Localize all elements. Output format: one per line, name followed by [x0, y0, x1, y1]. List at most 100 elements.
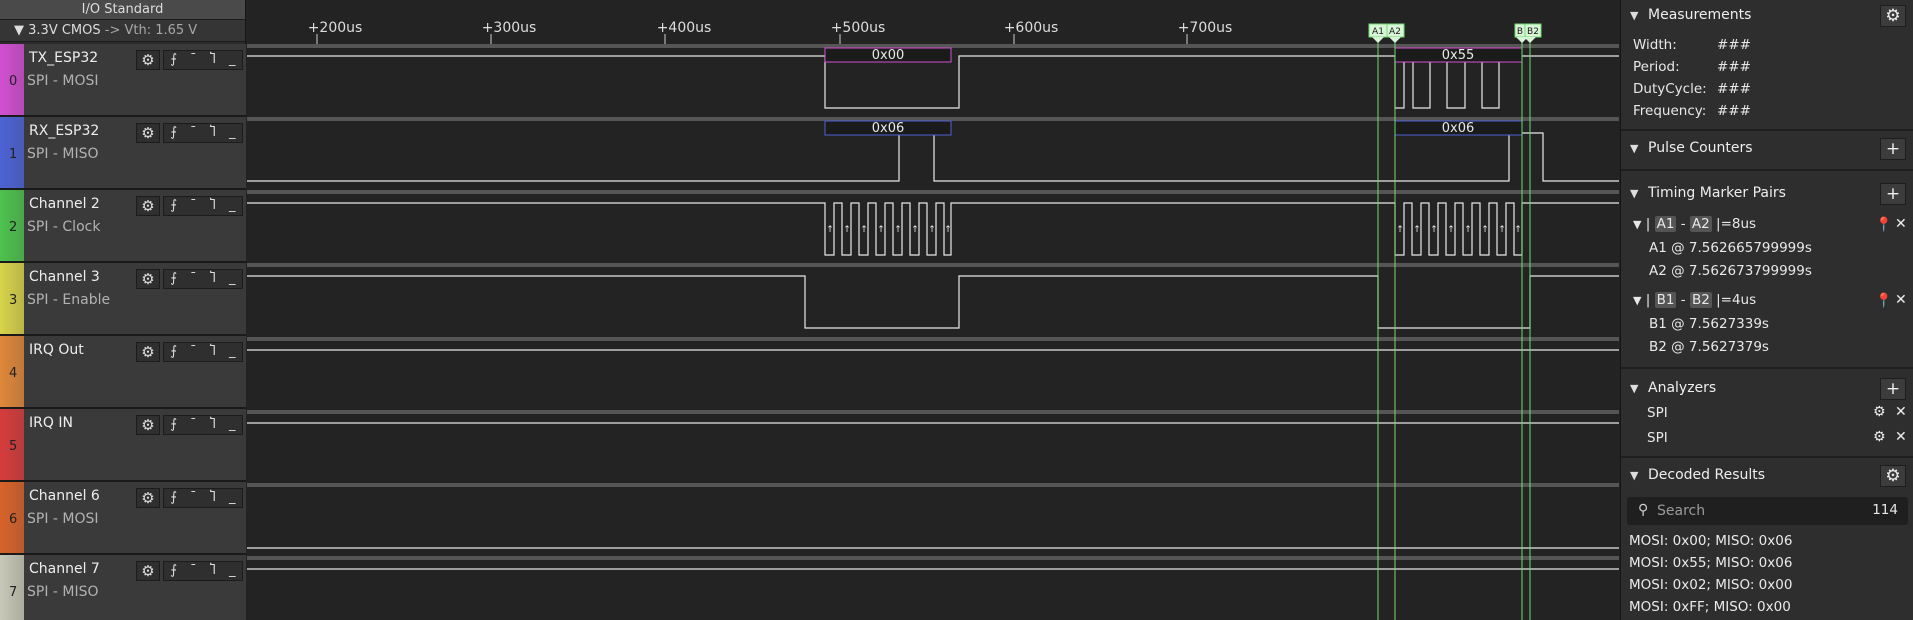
channel-row[interactable]: 0 TX_ESP32 SPI - MOSI ⚙ ⨍ ¯ Ⴈ _ — [0, 44, 246, 117]
channel-settings-button[interactable]: ⚙ — [136, 342, 160, 362]
marker-a2[interactable]: A2 — [1386, 23, 1405, 43]
timing-pairs-header[interactable]: ▼ Timing Marker Pairs + — [1621, 180, 1913, 208]
trigger-low-button[interactable]: _ — [229, 198, 236, 213]
trigger-low-button[interactable]: _ — [229, 417, 236, 432]
trigger-low-button[interactable]: _ — [229, 52, 236, 67]
collapse-icon[interactable]: ▼ — [1633, 218, 1642, 231]
trigger-falling-edge-button[interactable]: Ⴈ — [209, 417, 216, 432]
analyzer-item[interactable]: SPI — [1647, 430, 1668, 446]
trigger-falling-edge-button[interactable]: Ⴈ — [209, 125, 216, 140]
channel-name[interactable]: IRQ IN — [29, 415, 73, 431]
trigger-rising-edge-button[interactable]: ⨍ — [170, 52, 178, 67]
timing-pair-a[interactable]: ▼ | A1 - A2 |=8us — [1633, 216, 1757, 232]
channel-row[interactable]: 7 Channel 7 SPI - MISO ⚙ ⨍ ¯ Ⴈ _ — [0, 555, 246, 620]
channel-name[interactable]: Channel 6 — [29, 488, 100, 504]
channel-settings-button[interactable]: ⚙ — [136, 561, 160, 581]
trigger-falling-edge-button[interactable]: Ⴈ — [209, 198, 216, 213]
trigger-rising-edge-button[interactable]: ⨍ — [170, 490, 178, 505]
decoded-search-box[interactable]: ⚲ 114 — [1627, 497, 1908, 525]
channel-name[interactable]: Channel 7 — [29, 561, 100, 577]
channel-settings-button[interactable]: ⚙ — [136, 196, 160, 216]
decoded-result-row[interactable]: MOSI: 0x00; MISO: 0x06 — [1629, 533, 1793, 549]
search-input[interactable] — [1657, 501, 1857, 521]
trigger-falling-edge-button[interactable]: Ⴈ — [209, 52, 216, 67]
collapse-icon[interactable]: ▼ — [1630, 187, 1639, 200]
time-ruler[interactable]: +200us +300us +400us +500us +600us +700u… — [247, 0, 1619, 45]
trigger-high-button[interactable]: ¯ — [190, 490, 197, 505]
trigger-falling-edge-button[interactable]: Ⴈ — [209, 271, 216, 286]
trigger-falling-edge-button[interactable]: Ⴈ — [209, 344, 216, 359]
gear-icon[interactable]: ⚙ — [1873, 404, 1886, 420]
trigger-low-button[interactable]: _ — [229, 563, 236, 578]
trigger-falling-edge-button[interactable]: Ⴈ — [209, 563, 216, 578]
marker-b2[interactable]: B2 — [1524, 23, 1542, 43]
decoded-result-row[interactable]: MOSI: 0xFF; MISO: 0x00 — [1629, 599, 1791, 615]
waveform-area[interactable]: +200us +300us +400us +500us +600us +700u… — [247, 0, 1619, 620]
channel-settings-button[interactable]: ⚙ — [136, 123, 160, 143]
trigger-high-button[interactable]: ¯ — [190, 563, 197, 578]
analyzer-item[interactable]: SPI — [1647, 405, 1668, 421]
decoded-results-header[interactable]: ▼ Decoded Results ⚙ — [1621, 462, 1913, 490]
pulse-counters-header[interactable]: ▼ Pulse Counters + — [1621, 135, 1913, 163]
decoded-settings-button[interactable]: ⚙ — [1880, 465, 1906, 487]
add-timing-pair-button[interactable]: + — [1880, 183, 1906, 205]
decode-box-tx-1[interactable] — [824, 47, 952, 63]
channel-row[interactable]: 3 Channel 3 SPI - Enable ⚙ ⨍ ¯ Ⴈ _ — [0, 263, 246, 336]
add-pulse-counter-button[interactable]: + — [1880, 138, 1906, 160]
channel-name[interactable]: TX_ESP32 — [29, 50, 99, 66]
decode-box-rx-1[interactable] — [824, 120, 952, 136]
tick-label: +300us — [481, 20, 537, 36]
add-analyzer-button[interactable]: + — [1880, 378, 1906, 400]
close-icon[interactable]: ✕ — [1895, 429, 1907, 445]
trigger-rising-edge-button[interactable]: ⨍ — [170, 198, 178, 213]
channel-settings-button[interactable]: ⚙ — [136, 488, 160, 508]
trigger-low-button[interactable]: _ — [229, 125, 236, 140]
trigger-high-button[interactable]: ¯ — [190, 271, 197, 286]
channel-row[interactable]: 1 RX_ESP32 SPI - MISO ⚙ ⨍ ¯ Ⴈ _ — [0, 117, 246, 190]
channel-name[interactable]: Channel 2 — [29, 196, 100, 212]
trigger-high-button[interactable]: ¯ — [190, 125, 197, 140]
collapse-icon[interactable]: ▼ — [1633, 294, 1642, 307]
measurements-header[interactable]: ▼ Measurements ⚙ — [1621, 2, 1913, 30]
close-icon[interactable]: ✕ — [1895, 216, 1907, 232]
collapse-icon[interactable]: ▼ — [1630, 469, 1639, 482]
measurements-settings-button[interactable]: ⚙ — [1880, 5, 1906, 27]
pin-icon[interactable]: 📍 — [1875, 217, 1893, 233]
channel-settings-button[interactable]: ⚙ — [136, 50, 160, 70]
close-icon[interactable]: ✕ — [1895, 404, 1907, 420]
channel-settings-button[interactable]: ⚙ — [136, 269, 160, 289]
channel-name[interactable]: RX_ESP32 — [29, 123, 100, 139]
trigger-high-button[interactable]: ¯ — [190, 417, 197, 432]
trigger-rising-edge-button[interactable]: ⨍ — [170, 563, 178, 578]
trigger-low-button[interactable]: _ — [229, 271, 236, 286]
trigger-rising-edge-button[interactable]: ⨍ — [170, 417, 178, 432]
collapse-icon[interactable]: ▼ — [1630, 9, 1639, 22]
gear-icon[interactable]: ⚙ — [1873, 429, 1886, 445]
marker-a1[interactable]: A1 — [1368, 23, 1388, 43]
trigger-rising-edge-button[interactable]: ⨍ — [170, 271, 178, 286]
channel-row[interactable]: 5 IRQ IN ⚙ ⨍ ¯ Ⴈ _ — [0, 409, 246, 482]
trigger-high-button[interactable]: ¯ — [190, 52, 197, 67]
decoded-result-row[interactable]: MOSI: 0x02; MISO: 0x00 — [1629, 577, 1793, 593]
channel-row[interactable]: 2 Channel 2 SPI - Clock ⚙ ⨍ ¯ Ⴈ _ — [0, 190, 246, 263]
trigger-high-button[interactable]: ¯ — [190, 344, 197, 359]
trigger-falling-edge-button[interactable]: Ⴈ — [209, 490, 216, 505]
channel-name[interactable]: IRQ Out — [29, 342, 84, 358]
trigger-low-button[interactable]: _ — [229, 490, 236, 505]
pin-icon[interactable]: 📍 — [1875, 293, 1893, 309]
trigger-low-button[interactable]: _ — [229, 344, 236, 359]
close-icon[interactable]: ✕ — [1895, 292, 1907, 308]
decoded-result-row[interactable]: MOSI: 0x55; MISO: 0x06 — [1629, 555, 1793, 571]
trigger-rising-edge-button[interactable]: ⨍ — [170, 125, 178, 140]
trigger-rising-edge-button[interactable]: ⨍ — [170, 344, 178, 359]
analyzers-header[interactable]: ▼ Analyzers + — [1621, 375, 1913, 403]
channel-name[interactable]: Channel 3 — [29, 269, 100, 285]
channel-row[interactable]: 6 Channel 6 SPI - MOSI ⚙ ⨍ ¯ Ⴈ _ — [0, 482, 246, 555]
io-standard-selector[interactable]: ▼ 3.3V CMOS -> Vth: 1.65 V — [0, 20, 245, 42]
channel-settings-button[interactable]: ⚙ — [136, 415, 160, 435]
collapse-icon[interactable]: ▼ — [1630, 142, 1639, 155]
channel-row[interactable]: 4 IRQ Out ⚙ ⨍ ¯ Ⴈ _ — [0, 336, 246, 409]
timing-pair-b[interactable]: ▼ | B1 - B2 |=4us — [1633, 292, 1757, 308]
collapse-icon[interactable]: ▼ — [1630, 382, 1639, 395]
trigger-high-button[interactable]: ¯ — [190, 198, 197, 213]
